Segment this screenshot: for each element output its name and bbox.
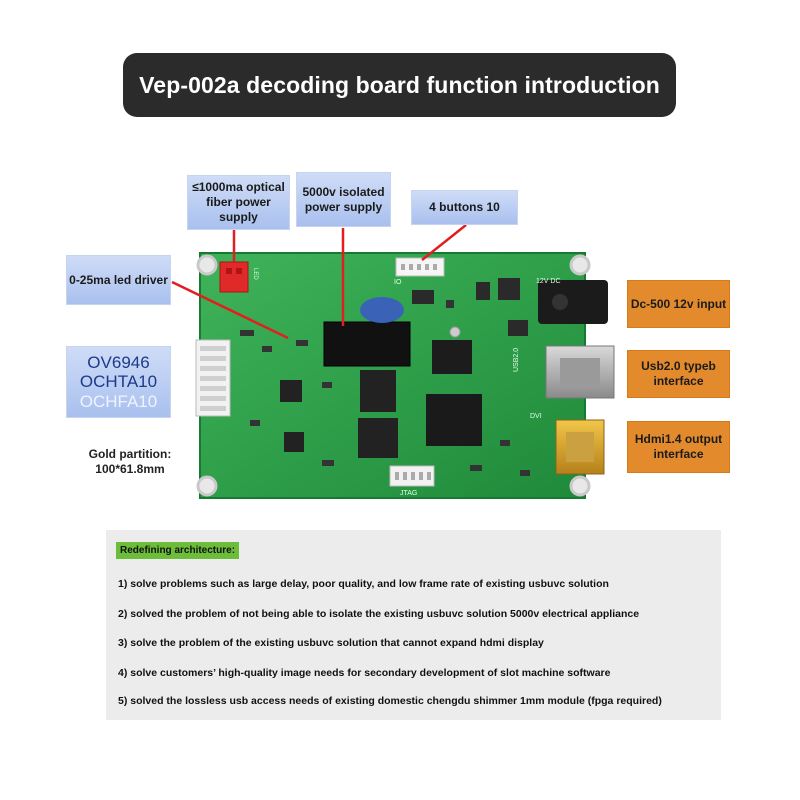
chip	[358, 418, 398, 458]
silkscreen-usb: USB2.0	[513, 348, 520, 372]
silkscreen-12v: 12V DC	[536, 278, 561, 285]
callout-isolated-power: 5000v isolated power supply	[296, 172, 391, 227]
architecture-item: 4) solve customers’ high-quality image n…	[118, 667, 611, 679]
chip	[284, 432, 304, 452]
gold-partition-label: Gold partition: 100*61.8mm	[88, 447, 172, 476]
sensor-model-2: OCHTA10	[79, 372, 158, 392]
pointer-led-driver	[171, 280, 289, 340]
chip	[432, 340, 472, 374]
sensor-model-3: OCHFA10	[79, 391, 158, 411]
silkscreen-led: LED	[252, 268, 258, 280]
architecture-heading: Redefining architecture:	[116, 542, 240, 559]
chip	[498, 278, 520, 300]
mount-hole	[569, 475, 591, 497]
chip	[476, 282, 490, 300]
pointer-buttons	[421, 224, 467, 261]
architecture-panel	[106, 530, 721, 720]
callout-dc-input: Dc-500 12v input	[627, 280, 730, 328]
architecture-item: 1) solve problems such as large delay, p…	[118, 578, 609, 590]
led-connector	[219, 261, 249, 293]
tactile-button	[449, 326, 461, 338]
chip	[412, 290, 434, 304]
capacitor-blue	[360, 297, 404, 323]
sensor-model-1: OV6946	[87, 352, 150, 372]
main-chip	[426, 394, 482, 446]
callout-hdmi-output: Hdmi1.4 output interface	[627, 421, 730, 473]
isolated-power-module	[323, 321, 411, 367]
callout-buttons: 4 buttons 10	[411, 190, 518, 225]
architecture-item: 3) solve the problem of the existing usb…	[118, 637, 544, 649]
chip	[508, 320, 528, 336]
callout-led-driver: 0-25ma led driver	[66, 255, 171, 305]
architecture-item: 2) solved the problem of not being able …	[118, 608, 640, 620]
silkscreen-io: IO	[394, 279, 402, 286]
silkscreen-jtag: JTAG	[400, 490, 417, 497]
title-banner: Vep-002a decoding board function introdu…	[123, 53, 676, 117]
callout-fiber-power: ≤1000ma optical fiber power supply	[187, 175, 290, 230]
page-title: Vep-002a decoding board function introdu…	[139, 71, 660, 98]
callout-sensor-models: OV6946 OCHTA10 OCHFA10	[66, 346, 171, 418]
chip	[360, 370, 396, 412]
architecture-item: 5) solved the lossless usb access needs …	[118, 695, 662, 707]
mount-hole	[196, 254, 218, 276]
chip	[280, 380, 302, 402]
dc-jack	[538, 280, 608, 324]
mount-hole	[569, 254, 591, 276]
callout-usb-interface: Usb2.0 typeb interface	[627, 350, 730, 398]
silkscreen-dvi: DVI	[530, 413, 542, 420]
mount-hole	[196, 475, 218, 497]
